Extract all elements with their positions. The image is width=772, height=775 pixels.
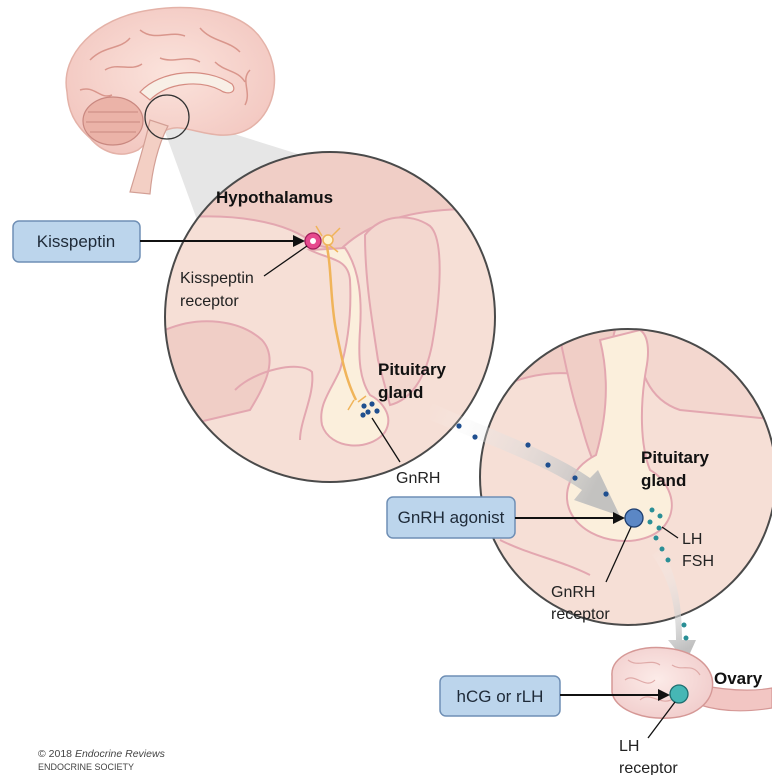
lh-receptor-icon <box>670 685 688 703</box>
gnrh-agonist-box: GnRH agonist <box>387 497 515 538</box>
gland-label-2: gland <box>641 471 686 490</box>
copyright-credit: © 2018 Endocrine Reviews <box>38 748 166 760</box>
kisspeptin-receptor-label-line2: receptor <box>180 293 239 310</box>
hcg-rlh-box-label: hCG or rLH <box>457 687 544 706</box>
gnrh-receptor-icon <box>625 509 643 527</box>
kisspeptin-box: Kisspeptin <box>13 221 140 262</box>
gnrh-receptor-label-line1: GnRH <box>551 584 595 601</box>
hcg-rlh-box: hCG or rLH <box>440 676 560 716</box>
gnrh-agonist-box-label: GnRH agonist <box>398 508 505 527</box>
gnrh-label: GnRH <box>396 470 440 487</box>
society-credit: ENDOCRINE SOCIETY <box>38 762 134 772</box>
pituitary-zoom-circle <box>480 329 772 625</box>
gland-label-1: gland <box>378 383 423 402</box>
hypothalamus-label: Hypothalamus <box>216 188 333 207</box>
kisspeptin-receptor-label-line1: Kisspeptin <box>180 270 254 287</box>
gnrh-receptor-label-line2: receptor <box>551 606 610 623</box>
pituitary-label-1: Pituitary <box>378 360 447 379</box>
fsh-label: FSH <box>682 553 714 570</box>
lh-receptor-label-line1: LH <box>619 738 639 755</box>
kisspeptin-box-label: Kisspeptin <box>37 232 115 251</box>
lh-label: LH <box>682 531 702 548</box>
ovary-label: Ovary <box>714 669 763 688</box>
lh-receptor-label-line2: receptor <box>619 760 678 775</box>
pituitary-label-2: Pituitary <box>641 448 710 467</box>
